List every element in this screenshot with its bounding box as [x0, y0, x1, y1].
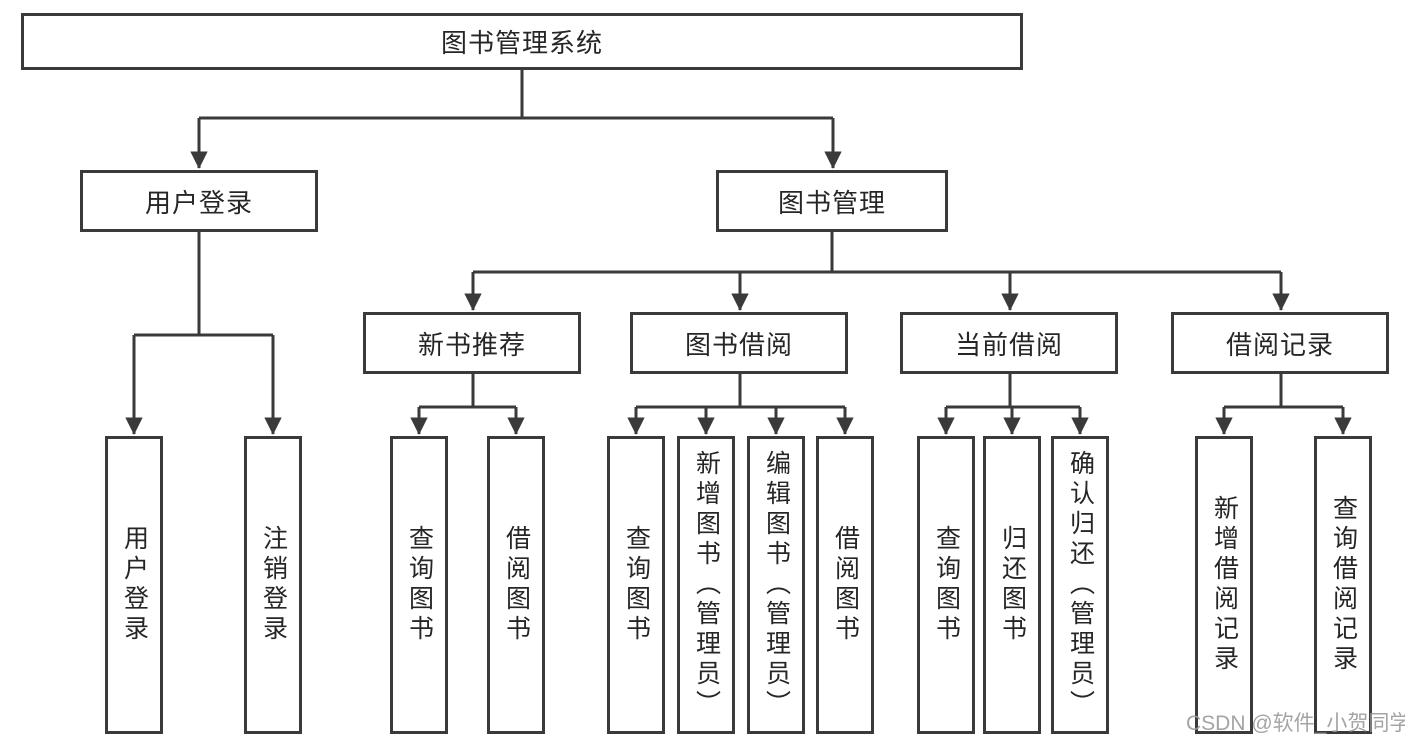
- leaf-label: 编辑图书（管理员）: [762, 450, 791, 720]
- leaf-label: 查询图书: [405, 525, 434, 645]
- leaf-query-borrow-record: 查询借阅记录: [1314, 436, 1372, 734]
- node-book-management: 图书管理: [716, 170, 948, 232]
- leaf-query-books-current: 查询图书: [917, 436, 975, 734]
- leaf-borrow-books-recommend: 借阅图书: [487, 436, 545, 734]
- leaf-label: 注销登录: [259, 525, 288, 645]
- node-label: 新书推荐: [417, 329, 526, 360]
- node-label: 图书管理: [777, 187, 886, 218]
- leaf-logout-login: 注销登录: [244, 436, 302, 734]
- node-root-system: 图书管理系统: [21, 13, 1023, 70]
- leaf-return-books: 归还图书: [983, 436, 1041, 734]
- node-book-borrow: 图书借阅: [630, 312, 848, 374]
- leaf-add-borrow-record: 新增借阅记录: [1195, 436, 1253, 734]
- leaf-query-books-borrow: 查询图书: [607, 436, 665, 734]
- leaf-label: 查询图书: [622, 525, 651, 645]
- node-new-book-recommend: 新书推荐: [363, 312, 581, 374]
- leaf-label: 确认归还（管理员）: [1066, 450, 1095, 720]
- leaf-label: 新增借阅记录: [1210, 495, 1239, 675]
- leaf-label: 查询借阅记录: [1329, 495, 1358, 675]
- leaf-label: 借阅图书: [502, 525, 531, 645]
- leaf-label: 查询图书: [932, 525, 961, 645]
- node-label: 当前借阅: [954, 329, 1063, 360]
- leaf-label: 用户登录: [120, 525, 149, 645]
- node-label: 图书借阅: [684, 329, 793, 360]
- leaf-edit-book-admin: 编辑图书（管理员）: [747, 436, 805, 734]
- leaf-borrow-books: 借阅图书: [816, 436, 874, 734]
- leaf-label: 新增图书（管理员）: [692, 450, 721, 720]
- leaf-label: 归还图书: [998, 525, 1027, 645]
- leaf-label: 借阅图书: [831, 525, 860, 645]
- node-label: 借阅记录: [1225, 329, 1334, 360]
- node-user-login: 用户登录: [80, 170, 318, 232]
- node-label: 用户登录: [144, 187, 253, 218]
- leaf-user-login: 用户登录: [105, 436, 163, 734]
- leaf-confirm-return-admin: 确认归还（管理员）: [1051, 436, 1109, 734]
- leaf-query-books-recommend: 查询图书: [390, 436, 448, 734]
- node-label: 图书管理系统: [440, 28, 603, 58]
- leaf-add-book-admin: 新增图书（管理员）: [677, 436, 735, 734]
- node-borrow-records: 借阅记录: [1171, 312, 1389, 374]
- csdn-watermark: CSDN @软件_小贺同学: [1186, 712, 1405, 735]
- node-current-borrow: 当前借阅: [900, 312, 1118, 374]
